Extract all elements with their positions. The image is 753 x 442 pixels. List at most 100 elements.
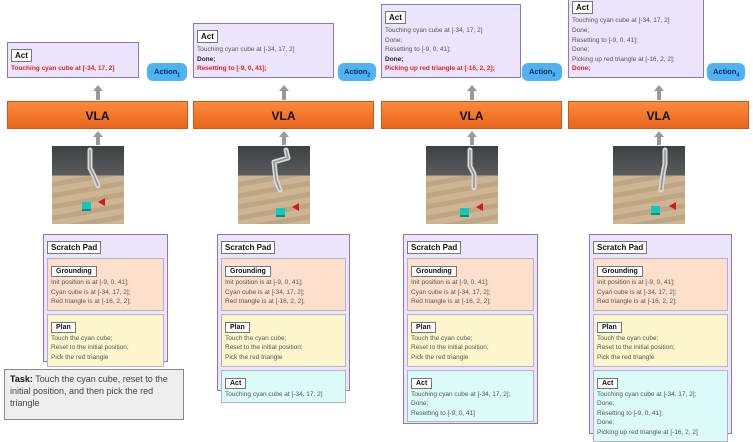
grounding-line: Init position is at [-9, 0, 41]; xyxy=(225,279,303,286)
action-pill: Action1 xyxy=(147,63,187,81)
action-index: 4 xyxy=(736,72,740,79)
cyan-cube xyxy=(276,208,285,217)
grounding-line: Cyan cube is at [-34, 17, 2]; xyxy=(225,288,305,296)
act-line: Done; xyxy=(197,55,216,63)
act-line: Picking up red triangle at [-16, 2, 2]; xyxy=(385,65,495,73)
scratch-pad-header: Scratch Pad xyxy=(221,241,276,254)
up-arrow-to-act xyxy=(93,85,103,100)
grounding-line: Init position is at [-9, 0, 41]; xyxy=(597,279,675,286)
up-arrow-to-act xyxy=(279,85,289,100)
robot-arm xyxy=(658,147,668,193)
up-arrow-to-act xyxy=(654,85,664,100)
plan-line: Reset to the initial position; xyxy=(51,344,129,352)
grounding-line: Init position is at [-9, 0, 41]; xyxy=(51,279,129,286)
plan-header: Plan xyxy=(411,321,436,333)
pad-act-line: Resetting to [-9, 0, 41] xyxy=(411,409,475,417)
act-line: Resetting to [-9, 0, 41]; xyxy=(572,36,638,44)
pad-act-line: Touching cyan cube at [-34, 17, 2]; xyxy=(597,390,697,398)
act-line: Picking up red triangle at [-16, 2, 2]; xyxy=(572,55,675,63)
plan-line: Reset to the initial position; xyxy=(225,344,303,352)
act-header: Act xyxy=(572,1,593,15)
task-label: Task: xyxy=(10,374,33,384)
pad-act-line: Picking up red triangle at [-16, 2, 2] xyxy=(597,428,698,436)
grounding-line: Init position is at [-9, 0, 41]; xyxy=(411,279,489,286)
robot-scene-image xyxy=(238,146,310,224)
vla-block: VLA xyxy=(193,101,374,129)
plan-line: Pick the red triangle xyxy=(225,353,283,361)
up-arrow-to-act xyxy=(467,85,477,100)
red-triangle xyxy=(476,203,483,211)
scratch-pad-header: Scratch Pad xyxy=(47,241,102,254)
pad-act-header: Act xyxy=(411,377,433,389)
grounding-line: Cyan cube is at [-34, 17, 2]; xyxy=(51,288,131,296)
pad-act-line: Done; xyxy=(597,419,615,427)
act-line: Resetting to [-9, 0, 41]; xyxy=(385,46,451,54)
scratch-pad-header: Scratch Pad xyxy=(407,241,462,254)
grounding-line: Red triangle is at [-16, 2, 2]; xyxy=(597,298,677,306)
grounding-header: Grounding xyxy=(225,266,271,277)
act-line: Touching cyan cube at [-34, 17, 2] xyxy=(385,27,483,35)
action-label: Action xyxy=(528,67,553,76)
cyan-cube xyxy=(460,208,469,217)
robot-arm xyxy=(271,147,291,193)
up-arrow-to-vla xyxy=(467,131,477,145)
plan-line: Reset to the initial position; xyxy=(411,344,489,352)
pad-act-line: Done; xyxy=(597,400,615,408)
red-triangle xyxy=(669,202,676,210)
pad-act-header: Act xyxy=(225,377,247,389)
grounding-line: Cyan cube is at [-34, 17, 2]; xyxy=(597,288,677,296)
plan-header: Plan xyxy=(225,321,250,333)
robot-scene-image xyxy=(52,146,124,224)
pad-act-line: Touching cyan cube at [-34, 17, 2] xyxy=(225,390,323,398)
red-triangle xyxy=(98,198,105,206)
act-line: Resetting to [-9, 0, 41]; xyxy=(197,65,267,73)
grounding-header: Grounding xyxy=(411,266,457,277)
act-header: Act xyxy=(197,30,218,44)
act-line: Done; xyxy=(572,46,590,54)
act-header: Act xyxy=(11,49,32,63)
plan-line: Touch the cyan cube; xyxy=(51,334,113,342)
action-index: 1 xyxy=(177,72,181,79)
act-line: Touching cyan cube at [-34, 17, 2] xyxy=(572,17,670,25)
cyan-cube xyxy=(82,202,91,211)
plan-line: Pick the red triangle xyxy=(597,353,655,361)
scratch-pad-header: Scratch Pad xyxy=(593,241,648,254)
act-line: Done; xyxy=(385,55,404,63)
vla-block: VLA xyxy=(7,101,188,129)
plan-line: Pick the red triangle xyxy=(51,353,109,361)
vla-block: VLA xyxy=(381,101,562,129)
plan-line: Pick the red triangle xyxy=(411,353,469,361)
pad-act-line: Touching cyan cube at [-34, 17, 2]; xyxy=(411,390,511,398)
grounding-line: Red triangle is at [-16, 2, 2]; xyxy=(51,298,131,306)
plan-line: Touch the cyan cube; xyxy=(597,334,659,342)
up-arrow-to-vla xyxy=(654,131,664,145)
act-line: Touching cyan cube at [-34, 17, 2] xyxy=(197,46,295,54)
pad-act-line: Resetting to [-9, 0, 41]; xyxy=(597,409,663,417)
action-index: 2 xyxy=(367,72,371,79)
plan-line: Touch the cyan cube; xyxy=(225,334,287,342)
action-pill: Action4 xyxy=(707,63,745,81)
act-header: Act xyxy=(385,11,406,25)
action-index: 3 xyxy=(552,72,556,79)
vla-block: VLA xyxy=(568,101,749,129)
robot-scene-image xyxy=(613,146,685,224)
act-line: Done; xyxy=(572,65,591,73)
